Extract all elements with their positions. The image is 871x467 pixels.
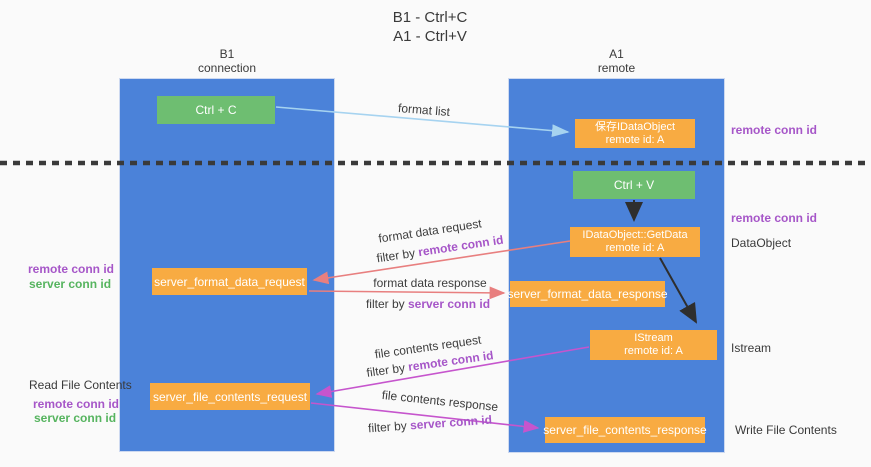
istream-side-label: Istream bbox=[731, 341, 772, 355]
server-conn-id-text: server conn id bbox=[409, 412, 493, 433]
left-remote-conn-id-2: remote conn id bbox=[33, 397, 120, 411]
filter-by-text: filter by bbox=[365, 297, 408, 311]
ctrl-c-box: Ctrl + C bbox=[157, 96, 275, 124]
server-file-contents-response-box: server_file_contents_response bbox=[543, 417, 707, 443]
filter-by-text: filter by bbox=[365, 360, 410, 380]
server-file-contents-response-label: server_file_contents_response bbox=[543, 423, 707, 437]
istream-box: IStream remote id: A bbox=[590, 330, 717, 360]
server-format-data-response-box: server_format_data_response bbox=[507, 281, 668, 307]
title-line-1: B1 - Ctrl+C bbox=[392, 9, 468, 26]
ctrl-v-box: Ctrl + V bbox=[573, 171, 695, 199]
dataobject-label: DataObject bbox=[731, 236, 792, 250]
server-conn-id-text: server conn id bbox=[407, 297, 491, 311]
write-file-contents-label: Write File Contents bbox=[735, 423, 837, 437]
server-format-data-request-label: server_format_data_request bbox=[154, 274, 305, 289]
left-remote-conn-id-1: remote conn id bbox=[28, 262, 115, 276]
save-dataobject-box: 保存IDataObject remote id: A bbox=[575, 119, 695, 148]
filter-by-text: filter by bbox=[375, 245, 420, 266]
server-file-contents-request-box: server_file_contents_request bbox=[150, 383, 310, 410]
left-server-conn-id-1: server conn id bbox=[29, 277, 112, 291]
istream-line1: IStream bbox=[634, 332, 673, 344]
read-file-contents-label: Read File Contents bbox=[29, 378, 132, 392]
diagram-title: B1 - Ctrl+C A1 - Ctrl+V bbox=[280, 8, 580, 46]
ctrl-c-label: Ctrl + C bbox=[195, 103, 237, 117]
right-lane-title: A1 bbox=[609, 47, 624, 61]
right-lane-subtitle: remote bbox=[597, 61, 636, 75]
left-lane-title: B1 bbox=[219, 47, 235, 61]
ctrl-v-label: Ctrl + V bbox=[613, 178, 655, 192]
getdata-line1: IDataObject::GetData bbox=[582, 229, 688, 241]
left-lane-header: B1 connection bbox=[119, 47, 335, 75]
istream-line2: remote id: A bbox=[624, 345, 683, 357]
file-contents-response-filter-label: filter by server conn id bbox=[368, 413, 493, 436]
left-server-conn-id-2: server conn id bbox=[34, 411, 117, 425]
title-line-2: A1 - Ctrl+V bbox=[393, 28, 467, 45]
filter-by-text: filter by bbox=[367, 418, 411, 436]
format-list-edge-label: format list bbox=[397, 100, 451, 120]
right-remote-conn-id-mid: remote conn id bbox=[731, 211, 818, 225]
save-dataobject-line1: 保存IDataObject bbox=[594, 120, 676, 133]
format-data-response-filter-label: filter by server conn id bbox=[366, 297, 490, 311]
server-file-contents-request-label: server_file_contents_request bbox=[152, 389, 308, 404]
file-contents-response-edge-label: file contents response bbox=[381, 387, 499, 415]
getdata-line2: remote id: A bbox=[605, 242, 665, 254]
format-data-response-arrow bbox=[308, 286, 506, 300]
right-lane-header: A1 remote bbox=[508, 47, 725, 75]
save-dataobject-line2: remote id: A bbox=[605, 133, 665, 146]
left-lane-subtitle: connection bbox=[197, 61, 257, 75]
server-format-data-response-label: server_format_data_response bbox=[507, 287, 668, 301]
right-remote-conn-id-top: remote conn id bbox=[731, 123, 818, 137]
format-data-response-edge-label: format data response bbox=[373, 276, 487, 290]
server-format-data-request-box: server_format_data_request bbox=[152, 268, 307, 295]
getdata-box: IDataObject::GetData remote id: A bbox=[570, 227, 700, 257]
